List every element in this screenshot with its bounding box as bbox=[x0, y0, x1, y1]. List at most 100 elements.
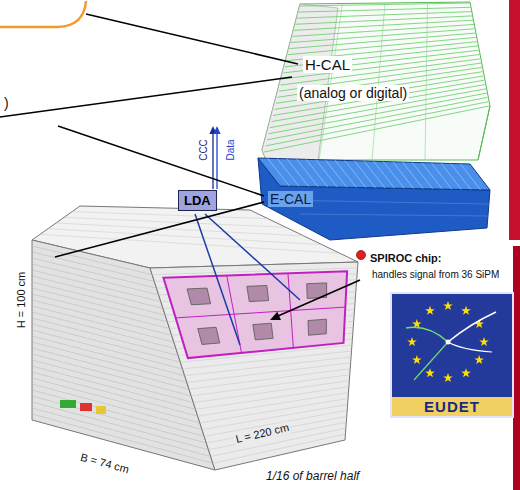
logo-star bbox=[479, 337, 489, 346]
ecal-stripe bbox=[268, 158, 290, 186]
module-layer bbox=[32, 282, 165, 315]
part-name: H-CAL bbox=[303, 56, 352, 73]
module-layer bbox=[32, 258, 157, 288]
module-layer bbox=[48, 229, 322, 245]
leader-line bbox=[55, 202, 264, 257]
chip-note: handles signal from 36 SiPM bbox=[370, 269, 501, 281]
spiroc-chip bbox=[187, 288, 211, 305]
panel-divider bbox=[176, 307, 346, 318]
module-layer bbox=[32, 270, 161, 302]
module-layer bbox=[32, 342, 187, 382]
ecal-stripe bbox=[451, 163, 471, 189]
module-layer bbox=[32, 378, 200, 423]
label-anchor: H-CAL bbox=[303, 56, 352, 74]
module-layer bbox=[32, 384, 202, 430]
dimension: H = 100 cm bbox=[15, 270, 28, 331]
module-layer bbox=[40, 234, 340, 253]
module-layer bbox=[187, 363, 351, 383]
ecal-stripe bbox=[297, 159, 319, 187]
logo-star bbox=[461, 368, 471, 377]
board-block bbox=[96, 406, 106, 414]
spiroc-chip bbox=[253, 323, 273, 340]
module-right-face bbox=[150, 262, 358, 470]
ecal-top-face bbox=[258, 158, 490, 190]
cut-box-outline bbox=[58, 1, 86, 27]
label-anchor: Data bbox=[220, 137, 238, 162]
module-wedge bbox=[32, 206, 358, 470]
ecal-stripe bbox=[300, 214, 488, 216]
module-layer bbox=[191, 375, 350, 396]
label-anchor: E-CAL bbox=[268, 190, 313, 208]
logo-star bbox=[443, 373, 453, 382]
logo-star bbox=[425, 306, 435, 315]
module-layer bbox=[72, 212, 268, 219]
module-layer bbox=[32, 390, 204, 436]
logo-star bbox=[443, 301, 453, 310]
module-layer bbox=[193, 381, 349, 403]
signal-line bbox=[212, 134, 213, 189]
hcal-edge bbox=[425, 3, 428, 161]
logo-star bbox=[407, 337, 417, 346]
arrow-head bbox=[270, 312, 281, 320]
spiroc-chip bbox=[308, 319, 326, 335]
ecal-stripe bbox=[422, 163, 442, 189]
module-layer bbox=[32, 372, 198, 416]
hcal-wireframe bbox=[262, 2, 490, 160]
module-layer bbox=[32, 252, 154, 281]
logo-star bbox=[474, 355, 484, 364]
label-anchor: CCC bbox=[193, 137, 211, 163]
hcal-outline bbox=[262, 2, 490, 160]
label-anchor: ) bbox=[2, 94, 11, 112]
side-bar bbox=[509, 0, 520, 240]
part-note: (analog or digital) bbox=[297, 85, 409, 101]
board-block bbox=[80, 403, 92, 411]
label-anchor: (analog or digital) bbox=[297, 84, 409, 102]
dimension: L = 220 cm bbox=[232, 421, 292, 446]
logo-box: EUDET bbox=[390, 292, 514, 418]
module-layer bbox=[198, 393, 349, 417]
hcal-layer bbox=[267, 97, 487, 139]
pointer-arrow bbox=[278, 280, 360, 316]
logo-track bbox=[406, 327, 448, 342]
logo-star bbox=[425, 368, 435, 377]
label-anchor: SPIROC chip: bbox=[368, 248, 444, 266]
label-anchor: H = 100 cm bbox=[11, 270, 29, 331]
hcal-layer bbox=[276, 72, 483, 104]
module-layer bbox=[200, 398, 348, 422]
hcal-layer bbox=[272, 85, 486, 122]
module-box: LDA bbox=[178, 190, 217, 211]
logo-track bbox=[414, 342, 448, 380]
caption-note: 1/16 of barrel half bbox=[264, 470, 361, 484]
ecal-stripe bbox=[364, 161, 385, 188]
logo-star bbox=[412, 355, 422, 364]
module-layer bbox=[32, 330, 183, 369]
logo-name: EUDET bbox=[392, 397, 512, 416]
logo-track bbox=[448, 312, 496, 342]
ecal-stripe bbox=[316, 160, 337, 187]
module-layer bbox=[32, 246, 152, 275]
module-name: LDA bbox=[184, 193, 211, 208]
ecal-front-face bbox=[258, 158, 490, 240]
module-layer bbox=[32, 318, 178, 356]
chip-name: SPIROC chip: bbox=[368, 252, 444, 265]
spiroc-chip bbox=[247, 285, 269, 301]
ecal-stripe bbox=[393, 162, 414, 189]
ecal-stripe bbox=[412, 162, 433, 189]
ecal-stripe bbox=[431, 163, 451, 189]
module-layer bbox=[32, 336, 185, 376]
ecal-stripe bbox=[403, 162, 424, 189]
ecal-slab bbox=[258, 158, 490, 240]
module-layer bbox=[32, 348, 189, 389]
ecal-stripe bbox=[460, 164, 480, 190]
ecal-stripe bbox=[335, 160, 356, 187]
logo-track bbox=[448, 342, 492, 352]
module-layer bbox=[32, 276, 163, 308]
ecal-stripe bbox=[325, 160, 346, 187]
signal-name: Data bbox=[225, 137, 237, 162]
hcal-edge bbox=[372, 3, 385, 160]
module-layer bbox=[32, 414, 213, 463]
dimension: B = 74 cm bbox=[77, 450, 132, 476]
module-layer bbox=[32, 306, 174, 342]
cut-text: ) bbox=[2, 95, 11, 111]
ecal-stripe bbox=[354, 161, 375, 188]
